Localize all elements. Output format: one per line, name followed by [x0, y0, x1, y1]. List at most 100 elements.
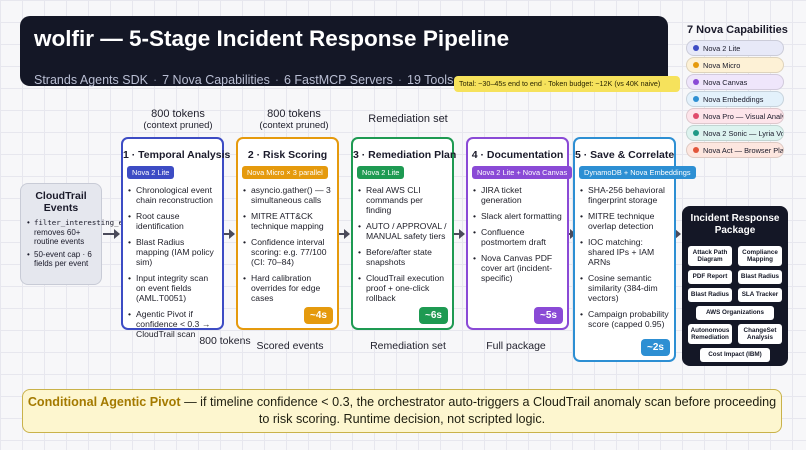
- stage-bullet: Before/after state snapshots: [358, 247, 448, 267]
- capability-pill: Nova Embeddings: [686, 91, 784, 107]
- capability-pill: Nova Canvas: [686, 74, 784, 90]
- package-item: Cost Impact (IBM): [700, 348, 770, 362]
- capability-pill: Nova 2 Sonic — Lyria Voice: [686, 125, 784, 141]
- subtitle-capabilities: 7 Nova Capabilities: [162, 73, 270, 87]
- stage-bullet: Input integrity scan on event fields (AM…: [128, 273, 218, 303]
- stage-bullet-list: SHA-256 behavioral fingerprint storageMI…: [580, 185, 670, 335]
- capability-pill: Nova Micro: [686, 57, 784, 73]
- stage-bullet: Root cause identification: [128, 211, 218, 231]
- package-title: Incident Response Package: [690, 213, 780, 236]
- package-item: Blast Radius: [688, 288, 732, 302]
- stage-bullet: MITRE ATT&CK technique mapping: [243, 211, 333, 231]
- stage-title: 5 · Save & Correlate: [575, 149, 675, 161]
- stage-model-pill: DynamoDB + Nova Embeddings: [579, 166, 696, 179]
- stage-bullet: JIRA ticket generation: [473, 185, 563, 205]
- arrow-stage2-to-stage3: [339, 229, 350, 239]
- stage-model-pill: Nova Micro × 3 parallel: [242, 166, 328, 179]
- capability-dot-icon: [693, 147, 699, 154]
- package-item: Compliance Mapping: [738, 246, 782, 266]
- stage-bullet-list: Chronological event chain reconstruction…: [128, 185, 218, 345]
- stage-title: 3 · Remediation Plan: [353, 149, 457, 161]
- source-item-text: 50-event cap · 6 fields per event: [34, 249, 92, 269]
- capability-dot-icon: [693, 130, 699, 137]
- stage-bullet: Real AWS CLI commands per finding: [358, 185, 448, 215]
- agentic-pivot-callout: Conditional Agentic Pivot — if timeline …: [22, 389, 782, 433]
- package-item: Attack Path Diagram: [688, 246, 732, 266]
- capabilities-title: 7 Nova Capabilities: [687, 24, 788, 36]
- annotation-stage2-to-3: 800 tokens (context pruned): [254, 108, 334, 132]
- stage-bullet-list: asyncio.gather() — 3 simultaneous callsM…: [243, 185, 333, 309]
- callout-text: — if timeline confidence < 0.3, the orch…: [180, 395, 777, 426]
- package-item: ChangeSet Analysis: [738, 324, 782, 344]
- annotation-pruned: (context pruned): [259, 120, 329, 131]
- package-item: SLA Tracker: [738, 288, 782, 302]
- capability-label: Nova Embeddings: [703, 95, 764, 104]
- stage-bullet: SHA-256 behavioral fingerprint storage: [580, 185, 670, 205]
- stage-time-badge: ~4s: [304, 307, 333, 324]
- stage-bullet: asyncio.gather() — 3 simultaneous calls: [243, 185, 333, 205]
- source-title: CloudTrail Events: [35, 190, 87, 214]
- stage-bullet: Chronological event chain reconstruction: [128, 185, 218, 205]
- annotation-pruned: (context pruned): [143, 120, 213, 131]
- callout-emphasis: Conditional Agentic Pivot: [27, 395, 181, 409]
- capability-dot-icon: [693, 45, 699, 52]
- capability-label: Nova Micro: [703, 61, 741, 70]
- below-label-stage2: Scored events: [256, 340, 324, 352]
- stage-bullet: CloudTrail execution proof + one-click r…: [358, 273, 448, 303]
- subtitle-servers: 6 FastMCP Servers: [284, 73, 393, 87]
- stage-bullet-list: JIRA ticket generationSlack alert format…: [473, 185, 563, 289]
- below-label-stage4: Full package: [486, 340, 546, 352]
- capability-dot-icon: [693, 79, 699, 86]
- below-label-stage1: 800 tokens: [199, 335, 251, 347]
- stage-bullet: IOC matching: shared IPs + IAM ARNs: [580, 237, 670, 267]
- capability-dot-icon: [693, 96, 699, 103]
- subtitle-tools: 19 Tools: [407, 73, 454, 87]
- stage-bullet: Blast Radius mapping (IAM policy sim): [128, 237, 218, 267]
- capability-label: Nova 2 Sonic — Lyria Voice: [703, 129, 783, 138]
- stage-bullet: Hard calibration overrides for edge case…: [243, 273, 333, 303]
- arrow-source-to-stage1: [103, 229, 120, 239]
- stage-model-pill: Nova 2 Lite: [357, 166, 405, 179]
- incident-response-package: Incident Response Package Attack Path Di…: [682, 206, 788, 366]
- cloudtrail-source-box: CloudTrail Events filter_interesting_eve…: [20, 183, 154, 285]
- annotation-remediation-set: Remediation set: [368, 113, 448, 125]
- annotation-stage1-to-2: 800 tokens (context pruned): [138, 108, 218, 132]
- arrow-stage5-to-package: [675, 229, 681, 239]
- below-label-stage3: Remediation set: [370, 340, 446, 352]
- stage-bullet: Campaign probability score (capped 0.95): [580, 309, 670, 329]
- stage-model-pill: Nova 2 Lite + Nova Canvas: [472, 166, 573, 179]
- capability-label: Nova 2 Lite: [703, 44, 741, 53]
- arrow-stage3-to-stage4: [454, 229, 465, 239]
- stage-bullet: Cosine semantic similarity (384-dim vect…: [580, 273, 670, 303]
- token-budget-pill: Total: ~30–45s end to end · Token budget…: [454, 76, 680, 92]
- stage-model-pill: Nova 2 Lite: [127, 166, 175, 179]
- stage-bullet: AUTO / APPROVAL / MANUAL safety tiers: [358, 221, 448, 241]
- package-item: Autonomous Remediation: [688, 324, 732, 344]
- source-item: filter_interesting_events() removes 60+ …: [27, 218, 154, 247]
- page-title: wolfir — 5-Stage Incident Response Pipel…: [34, 26, 510, 51]
- capability-pill: Nova 2 Lite: [686, 40, 784, 56]
- stage-time-badge: ~6s: [419, 307, 448, 324]
- package-item: PDF Report: [688, 270, 732, 284]
- annotation-tokens: 800 tokens: [151, 108, 205, 120]
- source-item: 50-event cap · 6 fields per event: [27, 250, 97, 269]
- stage-title: 4 · Documentation: [471, 149, 564, 161]
- stage-title: 1 · Temporal Analysis: [123, 149, 231, 161]
- annotation-tokens: 800 tokens: [267, 108, 321, 120]
- arrow-stage1-to-stage2: [224, 229, 235, 239]
- package-item: AWS Organizations: [696, 306, 774, 320]
- capability-pill: Nova Act — Browser Plans: [686, 142, 784, 158]
- stage-time-badge: ~2s: [641, 339, 670, 356]
- stage-bullet: MITRE technique overlap detection: [580, 211, 670, 231]
- stage-bullet-list: Real AWS CLI commands per findingAUTO / …: [358, 185, 448, 309]
- header-subtitle: Strands Agents SDK·7 Nova Capabilities·6…: [34, 73, 454, 87]
- stage-bullet: Slack alert formatting: [473, 211, 563, 221]
- source-item-code: filter_interesting_events(): [34, 218, 155, 227]
- source-item-text: removes 60+ routine events: [34, 227, 85, 247]
- stage-title: 2 · Risk Scoring: [247, 149, 328, 161]
- package-item: Blast Radius: [738, 270, 782, 284]
